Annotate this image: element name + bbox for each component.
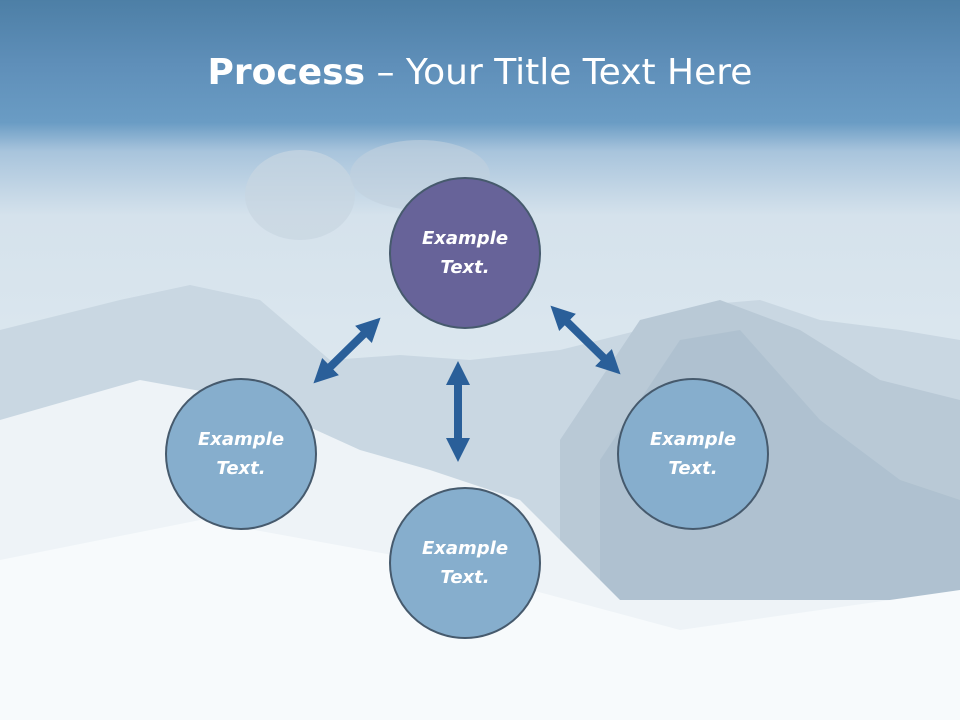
node-left-text: Example Text. xyxy=(197,429,285,479)
title-rest: – Your Title Text Here xyxy=(365,52,753,93)
arrow-top-right xyxy=(550,305,621,375)
node-bottom-text: Example Text. xyxy=(421,538,509,588)
slide-title: Process – Your Title Text Here xyxy=(0,52,960,93)
node-top-text: Example Text. xyxy=(421,228,509,278)
process-node-top: Example Text. xyxy=(389,177,541,329)
process-node-left: Example Text. xyxy=(165,378,317,530)
title-bold: Process xyxy=(207,52,366,93)
process-node-bottom: Example Text. xyxy=(389,487,541,639)
node-right-text: Example Text. xyxy=(649,429,737,479)
process-node-right: Example Text. xyxy=(617,378,769,530)
arrow-top-left xyxy=(313,317,381,384)
